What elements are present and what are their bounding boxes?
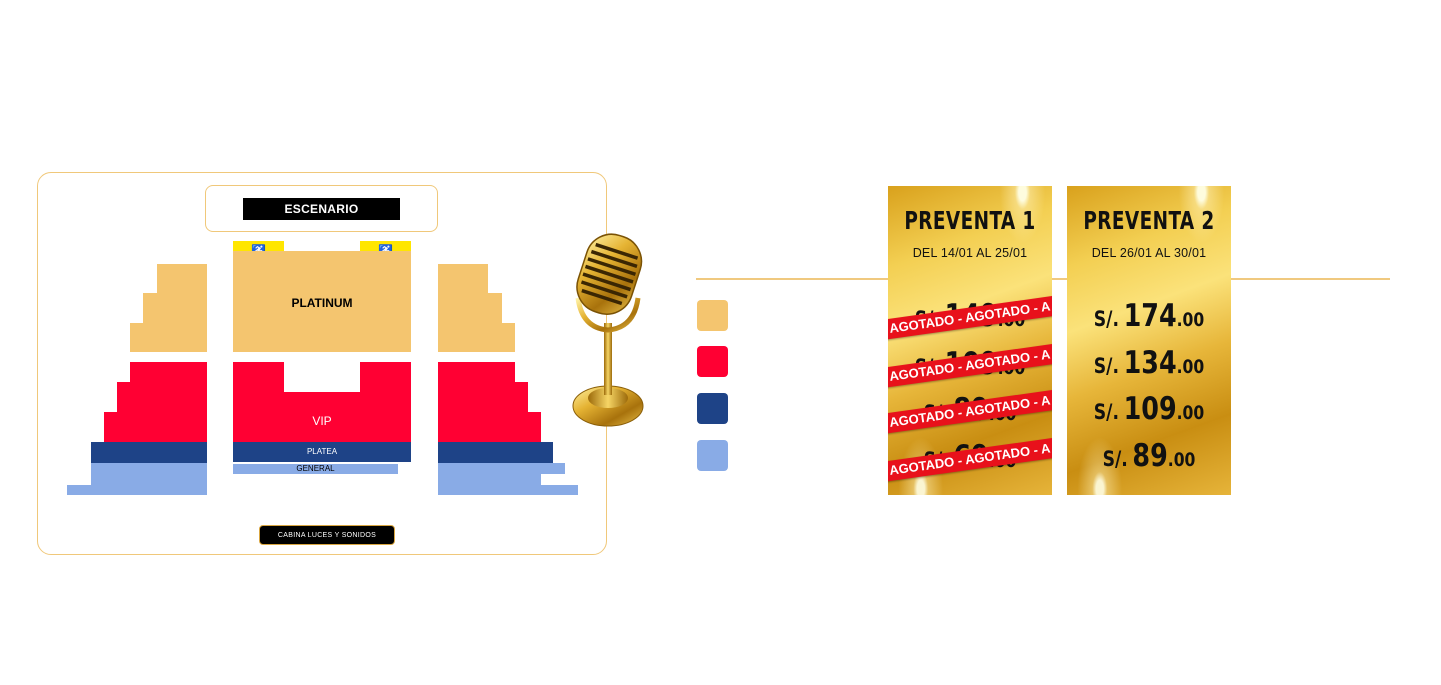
zone-general-right-step[interactable] (541, 485, 578, 495)
presale-1-board: PREVENTA 1 DEL 14/01 AL 25/01 S/. 149.00… (888, 186, 1052, 495)
zone-platinum-center[interactable] (233, 251, 411, 352)
zone-platea-label: PLATEA (306, 447, 338, 456)
zone-platea-left[interactable] (91, 442, 207, 463)
zone-vip-right[interactable] (438, 362, 515, 442)
zone-platea-center[interactable] (233, 442, 411, 462)
presale-2-price-vip: S/. 134.00 (1093, 345, 1205, 381)
zone-vip-center[interactable] (233, 362, 284, 442)
zone-general-center[interactable] (233, 464, 398, 474)
legend-swatch-general (697, 440, 728, 471)
zone-vip-left-step[interactable] (117, 382, 130, 442)
lights-sound-booth: CABINA LUCES Y SONIDOS (259, 525, 395, 545)
stage-label: ESCENARIO (243, 198, 400, 220)
legend-swatch-platea (697, 393, 728, 424)
zone-vip-center[interactable] (284, 392, 360, 442)
zone-platinum-right-step[interactable] (488, 293, 502, 352)
zone-vip-left-step[interactable] (104, 412, 117, 442)
zone-general-left[interactable] (91, 463, 207, 495)
zone-platinum-right[interactable] (438, 264, 488, 352)
presale-2-price-platinum: S/. 174.00 (1093, 298, 1205, 334)
zone-platinum-left-step[interactable] (143, 293, 157, 352)
zone-general-right[interactable] (438, 463, 565, 474)
stage-frame (205, 185, 438, 232)
zone-vip-right-step[interactable] (528, 412, 541, 442)
golden-microphone-icon (572, 233, 644, 427)
legend-swatch-platinum (697, 300, 728, 331)
presale-1-title: PREVENTA 1 (904, 206, 1036, 235)
zone-platinum-label: PLATINUM (291, 296, 353, 310)
presale-2-price-general: S/. 89.00 (1102, 438, 1196, 474)
zone-platinum-right-step[interactable] (502, 323, 515, 352)
zone-vip-right-step[interactable] (515, 382, 528, 442)
zone-vip-label: VIP (312, 414, 332, 428)
zone-vip-center[interactable] (360, 362, 411, 442)
zone-general-left-step[interactable] (67, 485, 91, 495)
zone-general-right[interactable] (438, 474, 541, 495)
legend-swatch-vip (697, 346, 728, 377)
presale-2-title: PREVENTA 2 (1083, 206, 1215, 235)
presale-2-dates: DEL 26/01 AL 30/01 (1091, 246, 1207, 260)
zone-vip-left[interactable] (130, 362, 207, 442)
zone-general-label: GENERAL (296, 464, 335, 473)
presale-2-price-platea: S/. 109.00 (1093, 391, 1205, 427)
zone-platinum-left[interactable] (157, 264, 207, 352)
presale-1-dates: DEL 14/01 AL 25/01 (912, 246, 1028, 260)
zone-platea-right[interactable] (438, 442, 553, 463)
presale-2-board: PREVENTA 2 DEL 26/01 AL 30/01 S/. 174.00… (1067, 186, 1231, 495)
zone-platinum-left-step[interactable] (130, 323, 143, 352)
